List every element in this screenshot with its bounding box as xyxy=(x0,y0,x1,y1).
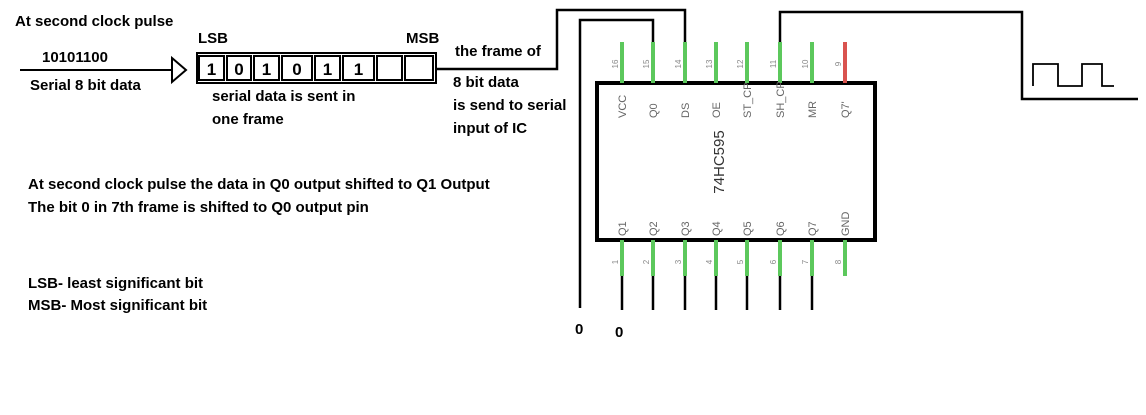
frame-cell-4 xyxy=(281,55,313,81)
frame-bit-4: 0 xyxy=(292,60,301,79)
serial-input-arrow xyxy=(171,55,188,85)
pin-13-number: 13 xyxy=(705,59,714,68)
pin-15-name: Q0 xyxy=(648,103,660,118)
pin-12-number: 12 xyxy=(736,59,745,68)
pin-6-number: 6 xyxy=(769,259,778,264)
frame-caption-line1: serial data is sent in xyxy=(212,88,356,105)
send-caption-line4: input of IC xyxy=(453,120,528,137)
q0-output-wire xyxy=(578,18,655,308)
pin-14-number: 14 xyxy=(674,59,683,68)
legend-lsb: LSB- least significant bit xyxy=(28,275,204,292)
serial-value: 10101100 xyxy=(42,49,108,66)
legend-msb: MSB- Most significant bit xyxy=(28,297,208,314)
frame-cell-3 xyxy=(253,55,280,81)
frame-to-ds-wire xyxy=(437,8,687,71)
clock-wire xyxy=(778,10,1138,101)
msb-label: MSB xyxy=(406,30,440,47)
pin-11-name: SH_CP xyxy=(775,81,787,118)
frame-bit-1: 1 xyxy=(207,60,216,79)
frame-cell-5 xyxy=(314,55,341,81)
q1-output-value: 0 xyxy=(615,324,623,341)
send-caption-line3: is send to serial xyxy=(453,97,567,114)
pin-15-number: 15 xyxy=(642,59,651,68)
pin-2-number: 2 xyxy=(642,259,651,264)
pin-6-name: Q6 xyxy=(775,221,787,236)
pin-14-name: DS xyxy=(680,103,692,118)
pin-16-number: 16 xyxy=(611,59,620,68)
frame-cell-7 xyxy=(376,55,403,81)
pin-12-name: ST_CP xyxy=(742,83,754,118)
frame-bit-5: 1 xyxy=(323,60,332,79)
pin-8-name: GND xyxy=(840,212,852,237)
pin-1-number: 1 xyxy=(611,259,620,264)
frame-bit-3: 1 xyxy=(262,60,271,79)
frame-bit-2: 0 xyxy=(234,60,243,79)
frame-cell-1 xyxy=(198,55,225,81)
chip-body xyxy=(595,81,877,242)
send-caption-line1: the frame of xyxy=(455,43,541,60)
pin-8-number: 8 xyxy=(834,259,843,264)
note-line2: The bit 0 in 7th frame is shifted to Q0 … xyxy=(28,199,369,216)
pin-4-name: Q4 xyxy=(711,221,723,236)
pin-7-number: 7 xyxy=(801,259,810,264)
pin-7-name: Q7 xyxy=(807,221,819,236)
frame-caption-line2: one frame xyxy=(212,111,284,128)
serial-caption: Serial 8 bit data xyxy=(30,77,141,94)
pin-10-number: 10 xyxy=(801,59,810,68)
frame-cell-6 xyxy=(342,55,375,81)
pin-16-name: VCC xyxy=(617,95,629,118)
frame-bit-6: 1 xyxy=(354,60,363,79)
pin-13-name: OE xyxy=(711,102,723,118)
pin-9-name: Q7' xyxy=(840,101,852,118)
pin-10-name: MR xyxy=(807,101,819,118)
clock-pulse-title: At second clock pulse xyxy=(15,13,174,30)
q0-output-value: 0 xyxy=(575,321,583,338)
pin-4-number: 4 xyxy=(705,259,714,264)
note-line1: At second clock pulse the data in Q0 out… xyxy=(28,176,490,193)
pin-3-number: 3 xyxy=(674,259,683,264)
pin-11-number: 11 xyxy=(769,59,778,68)
frame-cell-2 xyxy=(226,55,252,81)
send-caption-line2: 8 bit data xyxy=(453,74,519,91)
lsb-label: LSB xyxy=(198,30,228,47)
pin-3-name: Q3 xyxy=(680,221,692,236)
clock-pulse-wave xyxy=(1032,63,1114,87)
pin-2-name: Q2 xyxy=(648,221,660,236)
pin-1-name: Q1 xyxy=(617,221,629,236)
pin-5-name: Q5 xyxy=(742,221,754,236)
chip-name: 74HC595 xyxy=(711,130,728,193)
pin-9-number: 9 xyxy=(834,61,843,66)
frame-cell-8 xyxy=(404,55,434,81)
pin-5-number: 5 xyxy=(736,259,745,264)
